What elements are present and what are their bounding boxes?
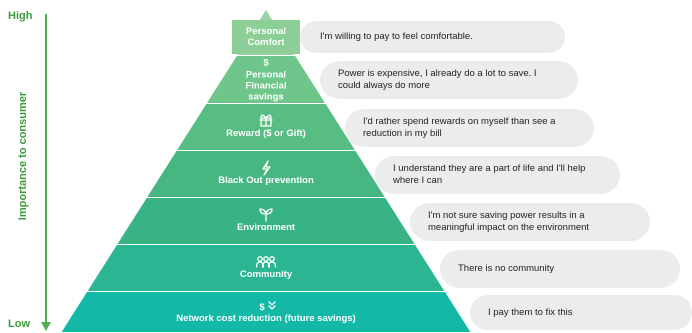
quote-pill: I understand they are a part of life and… <box>375 155 620 194</box>
svg-text:$: $ <box>263 58 269 69</box>
quote-text: I'm willing to pay to feel comfortable. <box>320 31 473 43</box>
pyramid-layer-label: Network cost reduction (future savings) <box>176 313 355 324</box>
quote-text: I understand they are a part of life and… <box>393 162 586 186</box>
axis-high-label: High <box>8 10 33 22</box>
pyramid-layer: Community <box>85 245 447 293</box>
quote-pill: I'm willing to pay to feel comfortable. <box>300 21 565 53</box>
quote-text: There is no community <box>458 262 555 274</box>
pyramid-layer: $Network cost reduction (future savings) <box>59 292 473 333</box>
pyramid-layer-label: Community <box>240 269 293 280</box>
pyramid-layer: Reward ($ or Gift) <box>174 104 358 152</box>
quote-pill: Power is expensive, I already do a lot t… <box>320 61 578 99</box>
quote-text: I'm not sure saving power results in a m… <box>428 209 590 233</box>
pyramid-layer: Black Out prevention <box>144 151 388 199</box>
axis-low-label: Low <box>8 318 30 330</box>
pyramid-layer-label: Environment <box>237 222 296 233</box>
quote-pill: There is no community <box>440 249 680 288</box>
quote-pill: I'm not sure saving power results in a m… <box>410 202 650 241</box>
pyramid-layer: Environment <box>114 198 418 246</box>
dollar-icon: $ <box>263 58 269 69</box>
importance-axis-line <box>45 14 47 325</box>
quote-text: Power is expensive, I already do a lot t… <box>338 68 537 91</box>
axis-arrow-down-icon <box>41 322 51 331</box>
quote-pill: I pay them to fix this <box>470 295 692 330</box>
quote-text: I'd rather spend rewards on myself than … <box>363 115 556 139</box>
pyramid-layer-label: Reward ($ or Gift) <box>226 128 306 139</box>
dollar-down-icon: $ <box>259 301 276 313</box>
gift-icon <box>259 114 273 127</box>
quote-text: I pay them to fix this <box>488 306 573 318</box>
svg-text:$: $ <box>259 302 265 313</box>
sprout-icon <box>259 208 273 222</box>
quote-pill: I'd rather spend rewards on myself than … <box>345 108 594 147</box>
people-icon <box>255 256 277 268</box>
lightning-icon <box>262 160 271 176</box>
pyramid-layer-label: Black Out prevention <box>218 175 314 186</box>
